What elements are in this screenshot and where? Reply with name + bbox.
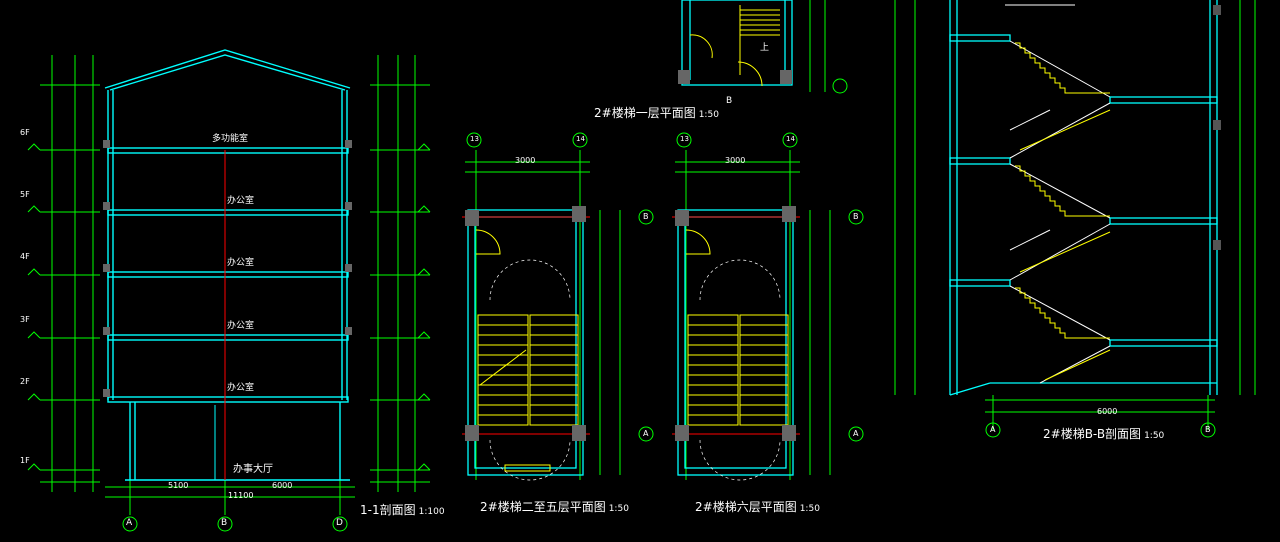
section-1-1-drawing — [27, 49, 431, 532]
title-stair-plan-6-text: 2#楼梯六层平面图 — [695, 500, 797, 514]
stair-6-axis-14: 14 — [786, 135, 795, 143]
title-stair-plan-2-5-text: 2#楼梯二至五层平面图 — [480, 500, 606, 514]
title-stair-plan-first-scale: 1:50 — [698, 110, 719, 120]
room-label-office-2: 办公室 — [227, 383, 255, 393]
bb-axis-b: B — [1205, 425, 1211, 434]
title-section-b-b-text: 2#楼梯B-B剖面图 — [1043, 427, 1142, 441]
floor-tag-4f: 4F — [20, 252, 30, 261]
stair-first-up-label: 上 — [760, 43, 770, 53]
stair-2-5-axis-b: B — [643, 212, 649, 221]
stair-plan-first-drawing — [678, 0, 848, 94]
stair-plan-2-5-drawing — [462, 132, 654, 481]
title-stair-plan-6-scale: 1:50 — [799, 504, 820, 514]
floor-tag-6f: 6F — [20, 128, 30, 137]
span-dim-ab: 5100 — [168, 481, 189, 490]
bb-axis-a: A — [990, 425, 996, 434]
title-section-1-1-scale: 1:100 — [418, 507, 445, 517]
floor-tag-5f: 5F — [20, 190, 30, 199]
title-stair-plan-2-5-scale: 1:50 — [608, 504, 629, 514]
room-label-office-3: 办公室 — [227, 321, 255, 331]
floor-tag-1f: 1F — [20, 456, 30, 465]
stair-plan-6-drawing — [672, 132, 864, 481]
title-section-1-1-text: 1-1剖面图 — [360, 503, 416, 517]
stair-first-section-mark: B — [726, 96, 733, 106]
axis-d-label: D — [336, 518, 343, 528]
title-section-b-b-scale: 1:50 — [1144, 431, 1165, 441]
axis-b-label: B — [221, 518, 228, 528]
room-label-multipurpose: 多功能室 — [212, 134, 249, 144]
title-stair-plan-first-text: 2#楼梯一层平面图 — [594, 106, 696, 120]
stair-6-axis-b: B — [853, 212, 859, 221]
stair-6-axis-a: A — [853, 429, 859, 438]
span-dim-bd: 6000 — [272, 481, 293, 490]
section-b-b-drawing — [894, 0, 1256, 438]
stair-6-axis-13: 13 — [680, 135, 689, 143]
room-label-office-4: 办公室 — [227, 258, 255, 268]
stair-2-5-axis-a: A — [643, 429, 649, 438]
total-dim-1-1: 11100 — [228, 491, 254, 500]
stair-6-width-dim: 3000 — [725, 156, 746, 165]
floor-tag-2f: 2F — [20, 377, 30, 386]
room-label-hall: 办事大厅 — [233, 464, 273, 475]
floor-tag-3f: 3F — [20, 315, 30, 324]
stair-2-5-axis-13: 13 — [470, 135, 479, 143]
stair-2-5-width-dim: 3000 — [515, 156, 536, 165]
axis-a-label: A — [126, 518, 133, 528]
bb-total-dim: 6000 — [1097, 407, 1118, 416]
room-label-office-5: 办公室 — [227, 196, 255, 206]
stair-2-5-axis-14: 14 — [576, 135, 585, 143]
